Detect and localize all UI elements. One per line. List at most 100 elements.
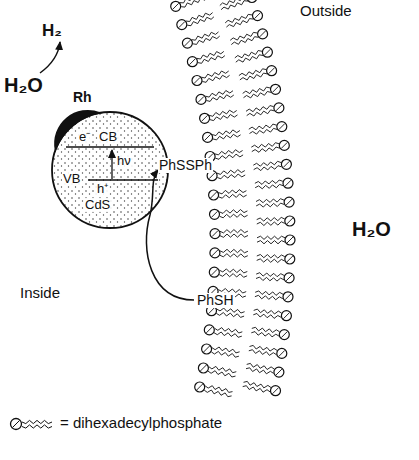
lipid-tail xyxy=(246,368,274,374)
lipid-head-mark xyxy=(212,231,218,237)
lipid-head xyxy=(277,348,287,358)
lipid-head-mark xyxy=(189,59,195,65)
lipid-head xyxy=(204,325,214,335)
rh-deposit xyxy=(55,111,100,150)
lipid-head xyxy=(192,76,202,86)
lipid-tail xyxy=(244,92,272,98)
lipid-tail xyxy=(250,345,278,351)
lipid-head-mark xyxy=(276,369,282,375)
lipid-head-mark xyxy=(283,161,289,167)
lipid-tail xyxy=(219,269,247,273)
lipid-head xyxy=(182,38,192,48)
lipid-tail xyxy=(253,161,281,166)
lipid-head-mark xyxy=(255,13,261,19)
lipid-tail xyxy=(220,254,248,258)
product-label: H₂ xyxy=(42,22,62,41)
lipid-tail xyxy=(252,147,280,152)
lipid-tail xyxy=(187,17,214,26)
lipid-tail xyxy=(181,0,207,7)
lipid-tail xyxy=(254,309,282,314)
lipid-tail xyxy=(247,110,275,116)
lipid-head xyxy=(210,209,220,219)
lipid-head-mark xyxy=(212,250,218,256)
lipid-head xyxy=(177,20,187,30)
lipid-head-mark xyxy=(211,192,217,198)
lipid-head xyxy=(202,344,212,354)
oxidation-arrow xyxy=(146,170,194,300)
lipid-tail xyxy=(251,143,279,148)
lipid-tail xyxy=(240,73,267,80)
solvent-label: H₂O xyxy=(352,218,391,240)
legend-text: = dihexadecylphosphate xyxy=(60,415,222,432)
lipid-head xyxy=(281,159,291,169)
lipid-tail xyxy=(257,217,285,221)
lipid-head-mark xyxy=(279,350,285,356)
lipid-tail xyxy=(210,115,238,121)
legend-sample xyxy=(11,419,53,430)
region-label: Outside xyxy=(300,3,352,20)
lipid-tail xyxy=(220,234,248,237)
lipid-head-mark xyxy=(173,3,179,9)
lipid-tail xyxy=(217,170,245,175)
lipid-head xyxy=(285,216,295,226)
lipid-head-mark xyxy=(281,332,287,338)
lipid-head-mark xyxy=(200,365,206,371)
lipid-head xyxy=(247,0,257,3)
lipid-head-mark xyxy=(205,134,211,140)
particle-label: CdS xyxy=(84,198,111,212)
lipid-tail xyxy=(220,230,248,233)
lipid-head xyxy=(279,330,289,340)
lipid-tail xyxy=(254,166,282,171)
electron-label: e⁻ xyxy=(78,130,91,144)
lipid-head xyxy=(196,94,206,104)
lipid-head-mark xyxy=(287,256,293,262)
lipid-head xyxy=(195,382,205,392)
cds-particle-node: e⁻CBVBh⁺hνCdS xyxy=(52,112,168,228)
lipid-head-mark xyxy=(260,31,266,37)
lipid-head-mark xyxy=(249,0,255,1)
lipid-head-mark xyxy=(283,313,289,319)
lipid-tail xyxy=(220,210,248,214)
reduction-arrow xyxy=(40,42,60,73)
lipid-head xyxy=(253,11,263,21)
lipid-head-mark xyxy=(269,68,275,74)
lipid-head-mark xyxy=(202,115,208,121)
lipid-tail xyxy=(257,236,285,239)
region-label: Inside xyxy=(20,285,60,302)
band-label: CB xyxy=(98,130,118,144)
lipid-tail xyxy=(215,328,243,333)
lipid-head xyxy=(210,248,220,258)
lipid-head-mark xyxy=(273,86,279,92)
lipid-head-mark xyxy=(209,173,215,179)
photon-label: hν xyxy=(116,154,132,168)
lipid-tail xyxy=(257,255,285,259)
lipid-tail xyxy=(220,214,248,218)
lipid-head-mark xyxy=(211,269,217,275)
lipid-head-mark xyxy=(197,384,203,390)
lipid-tail xyxy=(221,1,248,10)
lipid-head-mark xyxy=(184,40,190,46)
lipid-head xyxy=(274,367,284,377)
lipid-head xyxy=(284,273,294,283)
lipid-tail xyxy=(215,154,243,159)
lipid-tail xyxy=(256,203,284,207)
lipid-tail xyxy=(206,95,233,102)
lipid-tail xyxy=(217,308,245,313)
excitation-arrow xyxy=(111,150,112,179)
lipid-tail xyxy=(256,273,284,277)
lipid-head xyxy=(283,292,293,302)
lipid-head-mark xyxy=(286,199,292,205)
lipid-head xyxy=(209,267,219,277)
lipid-tail xyxy=(197,51,224,59)
hole-label: h⁺ xyxy=(96,182,109,196)
lipid-head xyxy=(200,113,210,123)
lipid-tail xyxy=(250,128,278,134)
reactant-label: H₂O xyxy=(4,74,43,96)
lipid-head-mark xyxy=(287,218,293,224)
conduction-band xyxy=(66,146,154,148)
lipid-head-mark xyxy=(281,142,287,148)
lipid-tail xyxy=(249,350,277,356)
lipid-head xyxy=(285,254,295,264)
lipid-tail xyxy=(213,134,241,140)
